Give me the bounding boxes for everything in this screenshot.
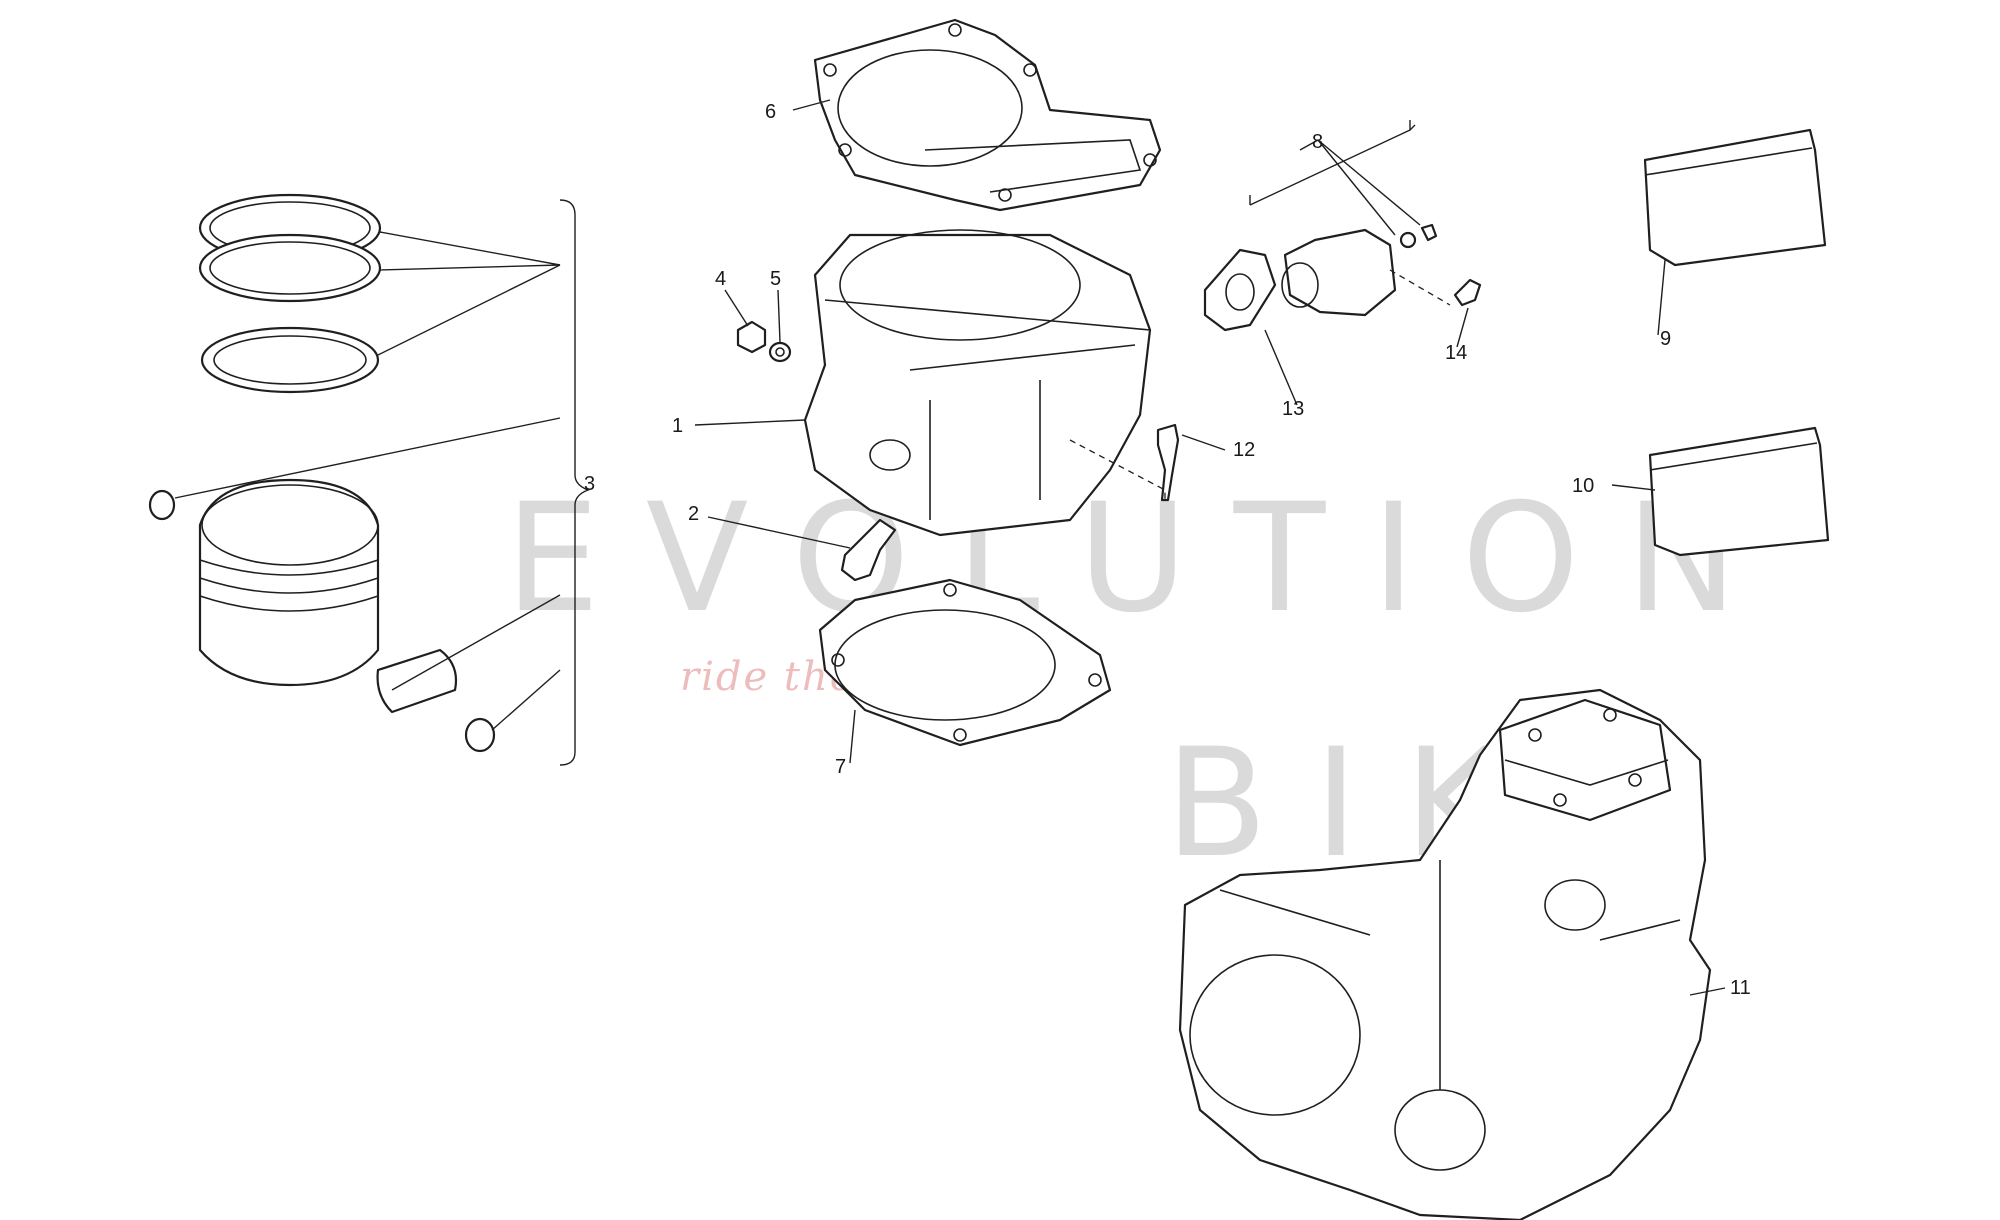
part-3-brace bbox=[559, 199, 590, 766]
callout-7: 7 bbox=[835, 756, 846, 778]
callout-8: 8 bbox=[1312, 131, 1323, 153]
callout-5: 5 bbox=[770, 268, 781, 290]
part-11-engine bbox=[1178, 688, 1712, 1220]
part-14-bolt bbox=[1389, 269, 1482, 307]
part-10-bag bbox=[1648, 426, 1830, 557]
callout-1: 1 bbox=[672, 415, 683, 437]
part-2-fitting bbox=[840, 518, 897, 582]
callout-9: 9 bbox=[1660, 328, 1671, 350]
leader-lines bbox=[174, 99, 1726, 996]
part-6-head-gasket bbox=[813, 18, 1162, 212]
callout-10: 10 bbox=[1572, 475, 1594, 497]
callout-11: 11 bbox=[1730, 977, 1751, 999]
part-7-base-gasket bbox=[818, 578, 1112, 747]
callout-13: 13 bbox=[1282, 398, 1304, 420]
part-9-bag bbox=[1643, 128, 1827, 267]
part-5-washer bbox=[768, 341, 792, 363]
callout-12: 12 bbox=[1233, 439, 1255, 461]
callout-14: 14 bbox=[1445, 342, 1467, 364]
part-12-bolt bbox=[1069, 423, 1180, 502]
part-4-screw bbox=[736, 320, 767, 354]
callout-3: 3 bbox=[584, 473, 595, 495]
watermark-brand-word-1: EVOLUTION bbox=[505, 472, 1784, 646]
part-3-piston-assembly bbox=[148, 193, 496, 753]
callout-labels: 1 2 3 4 5 6 7 8 9 10 11 12 13 14 bbox=[584, 101, 1751, 999]
callout-6: 6 bbox=[765, 101, 776, 123]
callout-2: 2 bbox=[688, 503, 699, 525]
part-1-cylinder bbox=[803, 229, 1152, 537]
callout-4: 4 bbox=[715, 268, 726, 290]
part-8-chain-tensioner bbox=[1249, 120, 1438, 317]
part-13-tensioner-gasket bbox=[1203, 248, 1277, 332]
